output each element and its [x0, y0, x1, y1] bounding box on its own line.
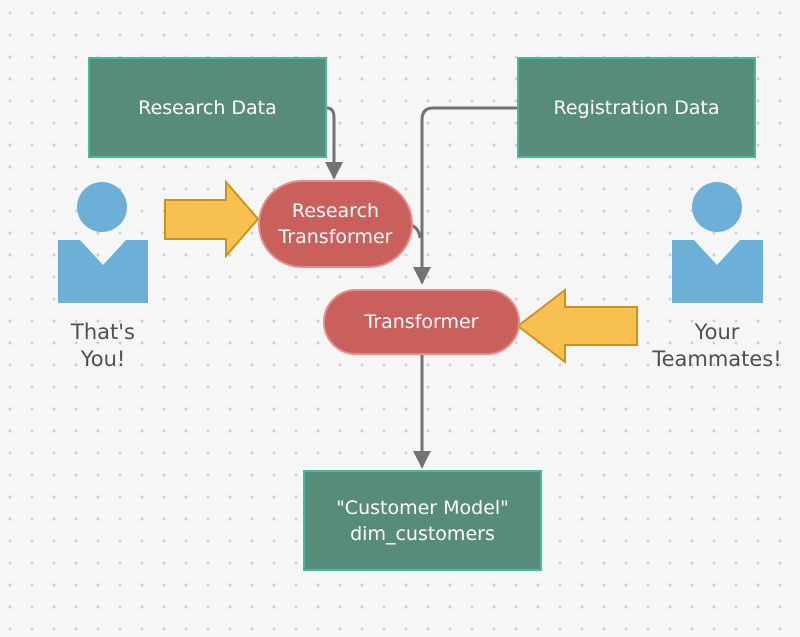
customer-model-node[interactable]: "Customer Model" dim_customers [303, 470, 542, 571]
transformer-label: Transformer [364, 311, 479, 333]
block-arrow-you-icon [164, 179, 260, 259]
research-transformer-node[interactable]: Research Transformer [258, 180, 413, 268]
research-transformer-label: Research Transformer [278, 200, 393, 248]
teammates-caption: Your Teammates! [652, 320, 782, 371]
connector-research-data-to-research-transformer [325, 106, 343, 180]
person-teammates-icon [672, 182, 763, 303]
research-data-node[interactable]: Research Data [88, 57, 327, 158]
connector-registration-data-to-transformer [413, 106, 518, 285]
registration-data-label: Registration Data [553, 96, 720, 119]
customer-model-label: "Customer Model" dim_customers [336, 496, 509, 545]
block-arrow-teammates-icon [516, 287, 638, 365]
person-you-icon [58, 182, 148, 303]
research-data-label: Research Data [138, 96, 277, 119]
transformer-node[interactable]: Transformer [323, 289, 520, 355]
you-caption: That's You! [71, 320, 135, 371]
registration-data-node[interactable]: Registration Data [517, 57, 756, 158]
